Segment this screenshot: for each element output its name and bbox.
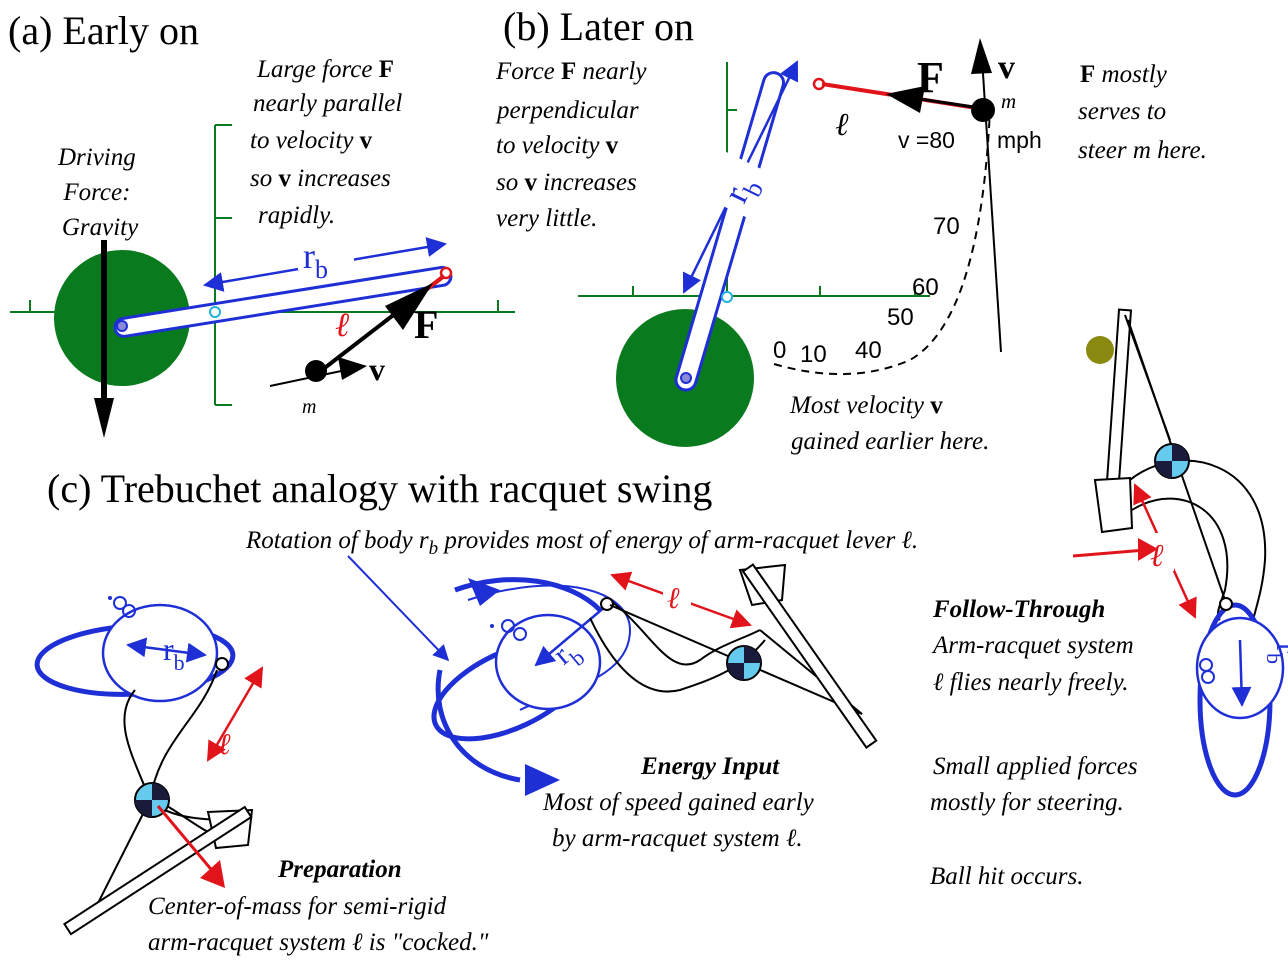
velocity-arrowhead-b xyxy=(971,38,992,74)
prep-rb-arrow xyxy=(126,637,207,663)
follow-arm-inner xyxy=(1131,497,1229,621)
follow-rb-arrow xyxy=(1231,639,1252,707)
speed-unit-b: mph xyxy=(997,127,1042,153)
force-line-b xyxy=(919,97,981,110)
follow-force-arrow xyxy=(1072,548,1147,558)
prep-racquet-string xyxy=(91,799,151,916)
ell-label-a: ℓ xyxy=(335,307,349,344)
panel-a: (a) Early on Driving Force: Gravity xyxy=(8,8,515,438)
energy-ell-label: ℓ xyxy=(667,582,680,615)
prep-eye xyxy=(113,596,127,610)
prep-shoulder xyxy=(215,657,229,671)
follow-force-arrowhead xyxy=(1138,538,1158,561)
follow-hand xyxy=(1093,476,1134,534)
speed-tick: 50 xyxy=(887,304,914,331)
gravity-arrowhead-a xyxy=(94,398,114,438)
rb-label-bg-b xyxy=(703,151,771,219)
speed-label-b: v =80 xyxy=(898,127,955,153)
follow-eye xyxy=(1201,670,1215,684)
rb-label-bg-a xyxy=(298,238,354,270)
prep-force-arrowhead xyxy=(200,860,225,888)
panel-a-title: (a) Early on xyxy=(8,8,199,53)
velocity-arrowhead-a xyxy=(338,357,367,380)
prep-rb-label: rb xyxy=(163,631,185,675)
ell-label-b: ℓ xyxy=(835,106,849,142)
panel-c: (c) Trebuchet analogy with racquet swing… xyxy=(34,308,1288,956)
panel-b: (b) Later on rb F ℓ v xyxy=(495,4,1207,455)
rotation-note: Rotation of body rb provides most of ene… xyxy=(245,527,918,559)
rotation-note-pointer xyxy=(347,555,450,662)
energy-ell-label-bg xyxy=(663,578,691,614)
prep-ell-arrow xyxy=(206,666,264,762)
energy-input-text: Energy Input Most of speed gained early … xyxy=(542,753,820,852)
follow-center-of-mass xyxy=(1154,443,1190,479)
speed-ticks-b: 0 10 40 50 60 70 xyxy=(773,213,960,368)
figure-preparation: rb ℓ xyxy=(34,596,264,936)
driving-force-label: Driving Force: Gravity xyxy=(57,144,142,241)
mass-b xyxy=(971,98,995,122)
prep-eye xyxy=(122,604,136,618)
beam-a-axle xyxy=(209,306,221,318)
follow-ell-label: ℓ xyxy=(1150,537,1164,573)
prep-force-arrow xyxy=(156,805,222,881)
force-label-b: F xyxy=(917,53,944,102)
panel-c-title: (c) Trebuchet analogy with racquet swing xyxy=(47,466,712,511)
energy-eye xyxy=(501,619,515,633)
energy-rotation-arrowhead-top xyxy=(468,578,500,606)
energy-rb-arrow xyxy=(534,605,607,667)
velocity-label-a: v xyxy=(369,351,385,387)
velocity-label-b: v xyxy=(998,49,1015,86)
energy-nose xyxy=(490,624,494,628)
energy-shoulder xyxy=(600,597,614,611)
figure-energy-input: rb ℓ xyxy=(431,563,878,796)
energy-racquet xyxy=(741,563,878,749)
prep-nose xyxy=(108,596,112,600)
speed-tick: 40 xyxy=(855,337,882,364)
prep-head xyxy=(101,603,219,703)
energy-center-of-mass xyxy=(726,645,762,681)
mass-label-a: m xyxy=(302,396,316,418)
panel-b-title: (b) Later on xyxy=(503,4,694,49)
velocity-gained-note: Most velocity v gained earlier here. xyxy=(789,392,989,455)
beam-b-axle xyxy=(721,291,733,303)
speed-tick: 10 xyxy=(800,341,827,368)
speed-unit-bg xyxy=(996,124,1048,154)
panel-b-note: Force F nearly perpendicular to velocity… xyxy=(495,58,653,232)
beam-b-pivot-end xyxy=(680,372,692,384)
follow-through-text: Follow-Through Arm-racquet system ℓ flie… xyxy=(930,596,1144,890)
speed-tick: 70 xyxy=(933,213,960,240)
prep-ell-label: ℓ xyxy=(218,728,231,761)
beam-a-pivot-end xyxy=(116,320,128,332)
figure-follow-through: rb ℓ xyxy=(1072,308,1288,798)
speed-tick: 0 xyxy=(773,337,786,364)
follow-racquet xyxy=(1104,308,1133,502)
trajectory-b xyxy=(773,109,991,375)
follow-shoulder xyxy=(1219,597,1233,611)
prep-racquet xyxy=(63,805,253,936)
speed-label-bg xyxy=(896,122,964,156)
force-arrowhead-a xyxy=(385,283,433,330)
rb-label-a: rb xyxy=(303,236,328,284)
energy-eye xyxy=(513,627,527,641)
mass-label-b: m xyxy=(1001,89,1016,113)
follow-rb-label: rb xyxy=(1262,643,1288,664)
panel-a-note: Large force F nearly parallel to velocit… xyxy=(250,56,409,229)
energy-rotation-arrowhead-bottom xyxy=(525,764,560,796)
speed-tick: 60 xyxy=(912,274,939,301)
force-arrowhead-b xyxy=(886,86,925,113)
mass-a xyxy=(305,360,327,382)
steer-note: F mostly serves to steer m here. xyxy=(1078,61,1207,164)
ball xyxy=(1086,336,1114,364)
preparation-text: Preparation Center-of-mass for semi-rigi… xyxy=(148,856,489,956)
energy-rotation-arc-bottom xyxy=(435,669,521,783)
force-label-a: F xyxy=(414,302,438,347)
